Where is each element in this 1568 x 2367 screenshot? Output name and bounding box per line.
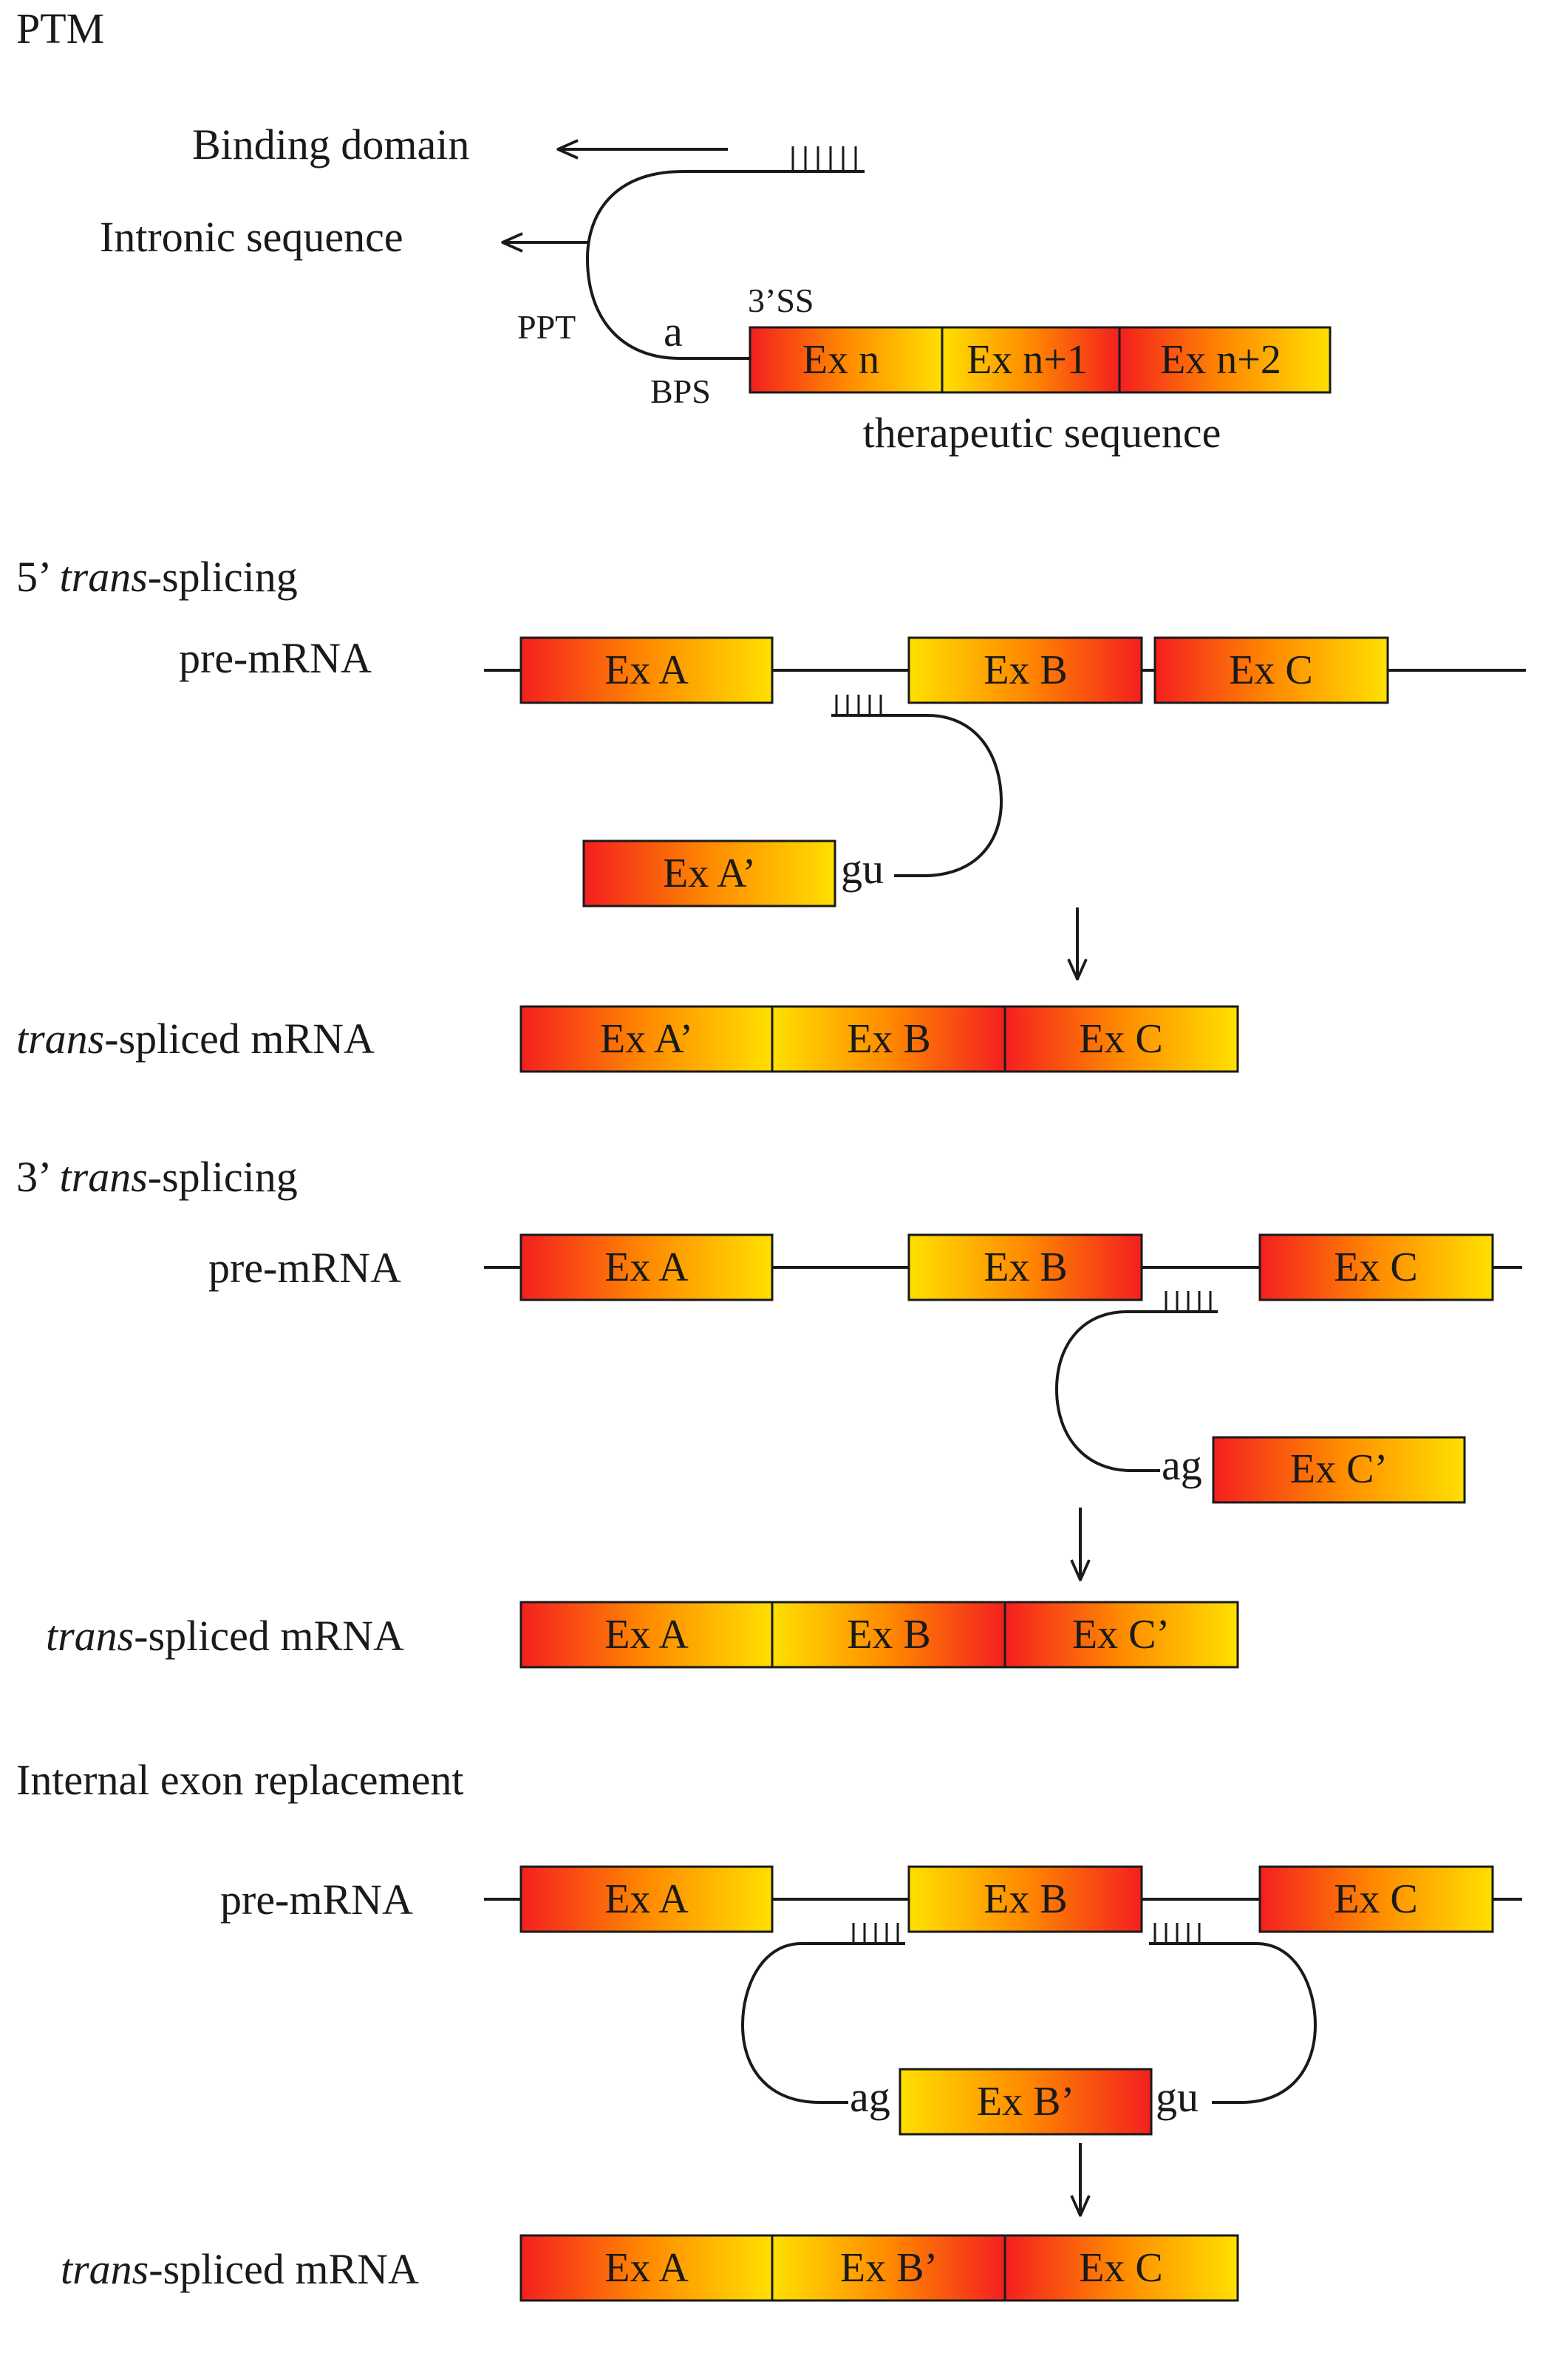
internal-exon-b-label: Ex B [984, 1876, 1068, 1922]
three-prime-result-exon-1 [519, 1601, 774, 1669]
five-prime-section: 5’ trans-splicing pre-mRNA Ex A Ex B Ex … [16, 553, 1526, 1073]
three-prime-ag-label: ag [1162, 1441, 1202, 1489]
five-prime-gu-label: gu [841, 845, 884, 893]
three-prime-result-exon-2 [771, 1601, 1006, 1669]
three-prime-title: 3’ trans-splicing [16, 1153, 298, 1201]
five-prime-exon-b-label: Ex B [984, 647, 1068, 693]
internal-title: Internal exon replacement [16, 1756, 463, 1804]
binding-domain-ticks [787, 146, 865, 173]
five-prime-result-exon-1-label: Ex A’ [600, 1016, 693, 1062]
five-prime-result-exon-3 [1003, 1005, 1239, 1073]
internal-exon-b [907, 1865, 1143, 1933]
three-prime-exon-c-label: Ex C [1334, 1244, 1418, 1290]
three-prime-ptm-exon-label: Ex C’ [1290, 1446, 1388, 1492]
internal-result-exon-1 [519, 2234, 774, 2302]
bps-label: BPS [650, 372, 711, 410]
ptm-title: PTM [16, 4, 104, 52]
internal-right-binding-ticks [1149, 1923, 1208, 1945]
three-prime-ptm-exon [1212, 1436, 1466, 1504]
five-prime-result-exon-1 [519, 1005, 774, 1073]
three-prime-result-exon-1-label: Ex A [604, 1612, 689, 1658]
three-prime-result-exon-3-label: Ex C’ [1072, 1612, 1170, 1658]
internal-result-exon-1-label: Ex A [604, 2245, 689, 2291]
branch-a-label: a [664, 307, 683, 355]
ptm-exon-n-label: Ex n [802, 337, 879, 383]
internal-exon-a [519, 1865, 774, 1933]
internal-left-binding-ticks [846, 1923, 905, 1945]
ptm-section: PTM Binding domain Intronic sequence PPT… [16, 4, 1332, 457]
internal-exon-c-label: Ex C [1334, 1876, 1418, 1922]
five-prime-binding-ticks [831, 695, 890, 717]
five-prime-ptm-strand [890, 714, 1003, 877]
three-prime-section: 3’ trans-splicing pre-mRNA Ex A Ex B Ex … [16, 1153, 1522, 1669]
three-prime-binding-ticks [1159, 1291, 1218, 1313]
three-prime-exon-a [519, 1233, 774, 1301]
three-prime-exon-b-label: Ex B [984, 1244, 1068, 1290]
internal-result-exon-3 [1003, 2234, 1239, 2302]
binding-domain-label: Binding domain [192, 120, 469, 168]
therapeutic-sequence-label: therapeutic sequence [863, 409, 1221, 457]
internal-section: Internal exon replacement pre-mRNA Ex A … [16, 1756, 1522, 2302]
internal-result-exon-2-label: Ex B’ [840, 2245, 938, 2291]
three-prime-exon-c [1258, 1233, 1494, 1301]
internal-ptm-exon-label: Ex B’ [977, 2079, 1074, 2125]
internal-ag-label: ag [850, 2073, 890, 2121]
five-prime-exon-a [519, 636, 774, 704]
three-prime-ptm-strand [1054, 1310, 1160, 1472]
ptm-exon-n2 [1118, 326, 1332, 394]
five-prime-ptm-exon [582, 839, 836, 907]
five-prime-result-exon-3-label: Ex C [1079, 1016, 1163, 1062]
five-prime-exon-c-label: Ex C [1229, 647, 1313, 693]
internal-pre-mrna-label: pre-mRNA [220, 1876, 413, 1924]
five-prime-ptm-exon-label: Ex A’ [663, 851, 756, 896]
ptm-exon-n1-label: Ex n+1 [967, 337, 1088, 383]
ptm-intron-strand [585, 170, 787, 360]
ptm-exon-n1 [941, 326, 1121, 394]
intronic-sequence-label: Intronic sequence [100, 213, 403, 261]
three-prime-result-label: trans-spliced mRNA [46, 1612, 404, 1660]
internal-exon-a-label: Ex A [604, 1876, 689, 1922]
ptm-exon-n2-label: Ex n+2 [1160, 337, 1281, 383]
internal-result-exon-3-label: Ex C [1079, 2245, 1163, 2291]
five-prime-exon-a-label: Ex A [604, 647, 689, 693]
internal-ptm-exon [899, 2068, 1153, 2136]
five-prime-exon-b [907, 636, 1143, 704]
three-prime-exon-a-label: Ex A [604, 1244, 689, 1290]
three-prime-result-exon-3 [1003, 1601, 1239, 1669]
internal-exon-c [1258, 1865, 1494, 1933]
ppt-label: PPT [517, 308, 576, 346]
five-prime-result-label: trans-spliced mRNA [16, 1015, 375, 1063]
five-prime-result-exon-2-label: Ex B [847, 1016, 931, 1062]
internal-result-exon-2 [771, 2234, 1006, 2302]
three-prime-pre-mrna-label: pre-mRNA [208, 1244, 401, 1292]
three-prime-exon-b [907, 1233, 1143, 1301]
internal-gu-label: gu [1156, 2073, 1199, 2121]
internal-left-ptm-strand [740, 1942, 848, 2104]
five-prime-pre-mrna-label: pre-mRNA [179, 634, 372, 682]
splice-site-3-label: 3’SS [748, 282, 814, 319]
three-prime-result-exon-2-label: Ex B [847, 1612, 931, 1658]
internal-result-label: trans-spliced mRNA [61, 2245, 419, 2293]
internal-right-ptm-strand [1208, 1942, 1318, 2104]
five-prime-title: 5’ trans-splicing [16, 553, 298, 601]
five-prime-exon-c [1153, 636, 1389, 704]
